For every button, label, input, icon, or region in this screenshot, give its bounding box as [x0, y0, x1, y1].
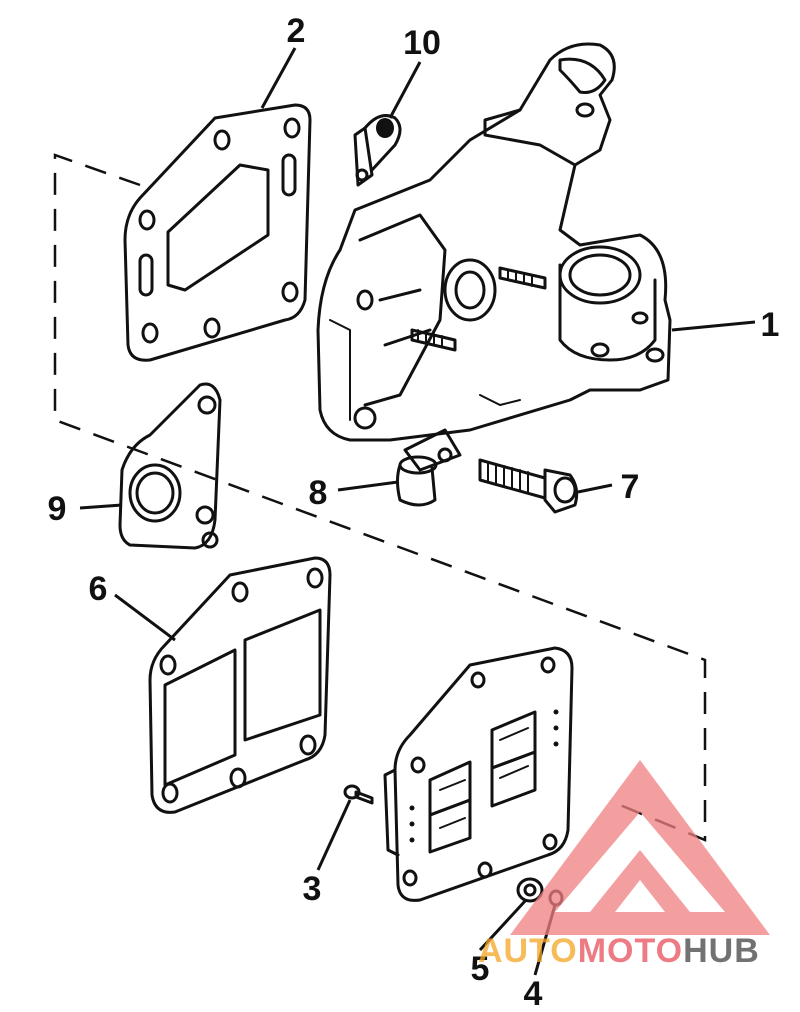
- leader-lines: [79, 47, 756, 976]
- callout-7: 7: [621, 468, 640, 506]
- callout-10: 10: [403, 24, 441, 62]
- part-10-clip: [353, 114, 402, 187]
- callout-labels: 1 2 3 4 5 6 7 8 9 10: [48, 12, 780, 1012]
- part-1-housing: [316, 42, 672, 442]
- reed-block: [383, 646, 574, 902]
- callout-3: 3: [303, 870, 322, 908]
- callout-6: 6: [89, 570, 108, 608]
- callout-9: 9: [48, 490, 67, 528]
- callout-4: 4: [524, 975, 543, 1012]
- callout-5: 5: [471, 950, 490, 988]
- callout-8: 8: [309, 474, 328, 512]
- callout-1: 1: [761, 306, 780, 344]
- part-8-clip: [396, 428, 462, 507]
- callout-2: 2: [287, 12, 306, 50]
- part-6-gasket: [148, 556, 332, 814]
- part-3-screw: [343, 784, 374, 805]
- watermark-text: AUTOMOTOHUB: [478, 932, 760, 970]
- logo-triangle-icon: [510, 760, 770, 935]
- part-7-bolt: [478, 458, 579, 514]
- part-9-plate: [118, 382, 222, 550]
- logo-inner-mark-icon: [590, 850, 690, 912]
- part-5-nut: [516, 877, 544, 903]
- part-2-gasket: [123, 103, 312, 362]
- watermark-logo: AUTOMOTOHUB: [478, 760, 770, 970]
